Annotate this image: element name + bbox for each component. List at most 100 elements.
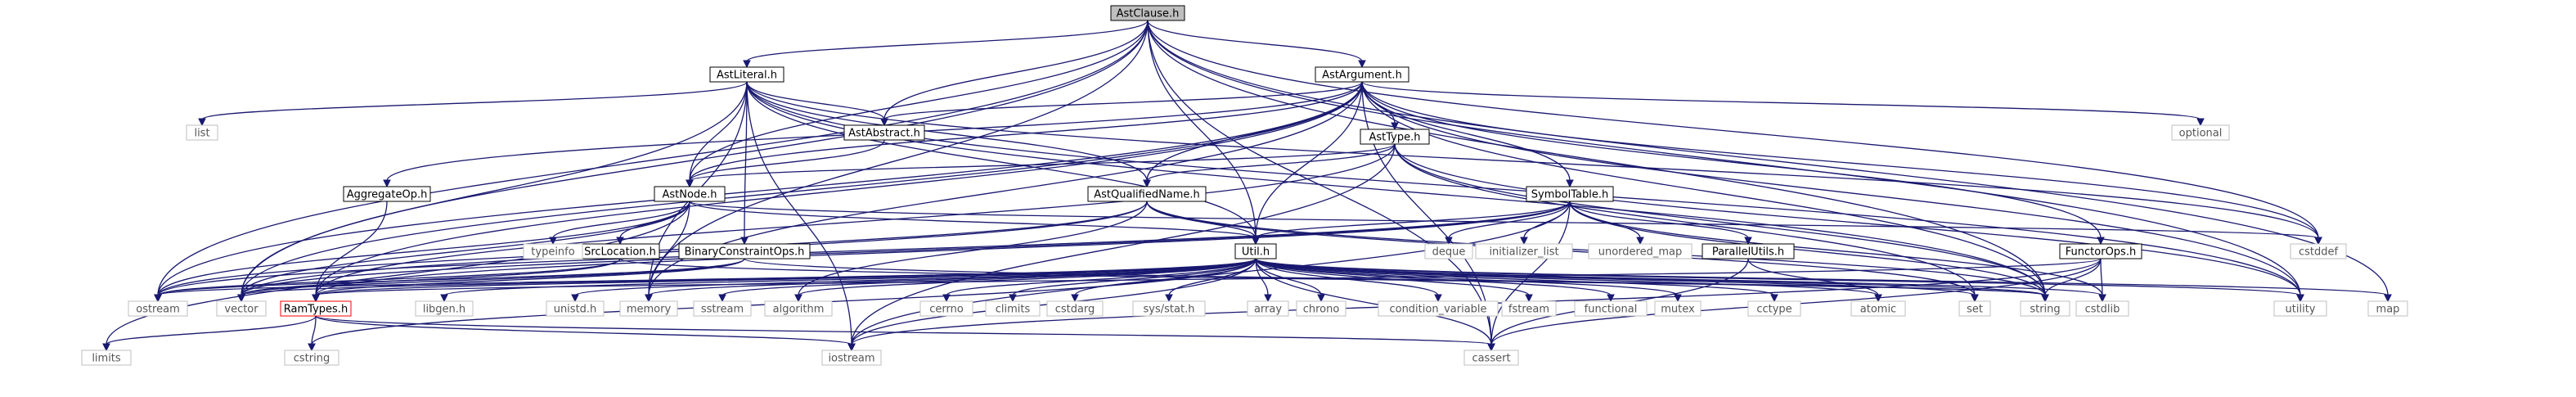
arrowhead-Util-to-mutex (1674, 294, 1682, 303)
node-box (2059, 243, 2142, 259)
arrowhead-Util-to-chrono (1317, 294, 1325, 303)
node-box (1702, 243, 1795, 259)
edge-AstClause-to-memory (648, 20, 1149, 296)
node-box (1574, 300, 1648, 317)
node-box (2367, 300, 2408, 317)
node-util[interactable]: Util.h (1234, 243, 1277, 259)
node-label: cstddef (2299, 246, 2339, 259)
arrowhead-Util-to-cstdarg (1071, 294, 1079, 303)
node-label: array (1254, 304, 1282, 316)
arrowhead-AstClause-to-AstArgument (1358, 60, 1366, 69)
node-astliteral[interactable]: AstLiteral.h (709, 66, 784, 83)
node-functorops[interactable]: FunctorOps.h (2059, 243, 2142, 259)
node-cstring: cstring (284, 350, 339, 366)
node-label: AstLiteral.h (717, 70, 777, 82)
node-box (1958, 300, 1991, 317)
node-sysstat: sys/stat.h (1132, 300, 1206, 317)
node-box (546, 300, 605, 317)
node-memory: memory (619, 300, 678, 317)
node-unistd: unistd.h (546, 300, 605, 317)
node-label: chrono (1303, 304, 1340, 316)
node-box (693, 300, 752, 317)
node-label: Util.h (1242, 246, 1270, 259)
edge-FunctorOps-to-cstdlib (2100, 258, 2103, 296)
edge-SymbolTable-to-ostream (157, 201, 1571, 296)
node-binaryconstraintops[interactable]: BinaryConstraintOps.h (678, 243, 811, 259)
node-box (1526, 186, 1614, 202)
node-cctype: cctype (1747, 300, 1801, 317)
node-label: ParallelUtils.h (1712, 246, 1784, 259)
node-box (821, 350, 882, 366)
node-astqualifiedname[interactable]: AstQualifiedName.h (1087, 186, 1207, 202)
edge-Util-to-cerrno (946, 258, 1257, 296)
node-cstddef: cstddef (2290, 243, 2347, 259)
node-string: string (2020, 300, 2070, 317)
node-box (2290, 243, 2347, 259)
edge-FunctorOps-to-string (2044, 258, 2102, 296)
edge-AstLiteral-to-string (746, 81, 2046, 296)
node-box (1463, 350, 1519, 366)
node-astabstract[interactable]: AstAbstract.h (843, 124, 925, 141)
node-box (678, 243, 811, 259)
node-box (1087, 186, 1207, 202)
node-map: map (2367, 300, 2408, 317)
arrowhead-AstNode-to-cstddef (2314, 237, 2322, 246)
arrowhead-Util-to-fstream (1525, 294, 1533, 303)
node-label: AstQualifiedName.h (1094, 189, 1200, 201)
node-asttype[interactable]: AstType.h (1360, 129, 1430, 145)
edge-AstClause-to-AstArgument (1147, 20, 1363, 62)
arrowhead-AstArgument-to-FunctorOps (2097, 237, 2105, 246)
edge-AstClause-to-ostream (157, 20, 1149, 296)
node-astargument[interactable]: AstArgument.h (1315, 66, 1409, 83)
node-srclocation[interactable]: SrcLocation.h (580, 243, 660, 259)
node-astnode[interactable]: AstNode.h (654, 186, 726, 202)
arrowhead-Util-to-memory (645, 294, 653, 303)
node-parallelutils[interactable]: ParallelUtils.h (1702, 243, 1795, 259)
node-box (2075, 300, 2129, 317)
node-box (1110, 5, 1185, 21)
node-box (985, 300, 1041, 317)
node-box (1424, 243, 1473, 259)
arrowhead-SymbolTable-to-ParallelUtils (1744, 237, 1752, 246)
arrowhead-AstArgument-to-AstAbstract (880, 118, 888, 127)
edge-AstNode-to-Util (689, 201, 1257, 239)
node-label: optional (2179, 128, 2223, 140)
node-box (1654, 300, 1702, 317)
node-box (1315, 66, 1409, 83)
node-label: typeinfo (531, 246, 574, 259)
node-aggregateop[interactable]: AggregateOp.h (343, 186, 431, 202)
arrowhead-SymbolTable-to-deque (1445, 237, 1453, 246)
node-label: fstream (1508, 304, 1549, 316)
edge-AggregateOp-to-RamTypes (315, 201, 388, 296)
edge-RamTypes-to-cassert (315, 315, 1492, 345)
node-label: vector (224, 304, 258, 316)
edge-SymbolTable-to-unordered_map (1569, 201, 1641, 239)
edge-SymbolTable-to-Util (1255, 201, 1571, 239)
edge-Util-to-vector (241, 258, 1257, 296)
node-ramtypes[interactable]: RamTypes.h (280, 300, 352, 317)
edge-Util-to-cassert (1255, 258, 1492, 345)
node-label: memory (627, 304, 672, 316)
node-box (709, 66, 784, 83)
node-list: list (186, 124, 218, 141)
edge-AstLiteral-to-BinaryConstraintOps (744, 81, 748, 239)
node-box (1296, 300, 1346, 317)
node-symboltable[interactable]: SymbolTable.h (1526, 186, 1614, 202)
node-deque: deque (1424, 243, 1473, 259)
node-label: algorithm (773, 304, 825, 316)
edge-Util-to-cctype (1255, 258, 1775, 296)
node-astclause[interactable]: AstClause.h (1110, 5, 1185, 21)
edge-Util-to-mutex (1255, 258, 1679, 296)
node-label: unistd.h (554, 304, 597, 316)
node-label: RamTypes.h (284, 304, 348, 316)
arrowhead-Util-to-set (1971, 294, 1979, 303)
edge-AstLiteral-to-vector (241, 81, 748, 296)
edge-SymbolTable-to-vector (241, 201, 1571, 296)
node-box (1247, 300, 1289, 317)
node-box (81, 350, 132, 366)
edge-AstArgument-to-cstddef (1361, 81, 2319, 239)
edge-AstClause-to-AstNode (689, 20, 1149, 182)
edge-ParallelUtils-to-atomic (1747, 258, 1879, 296)
node-cerrno: cerrno (919, 300, 973, 317)
node-label: cassert (1472, 353, 1510, 365)
